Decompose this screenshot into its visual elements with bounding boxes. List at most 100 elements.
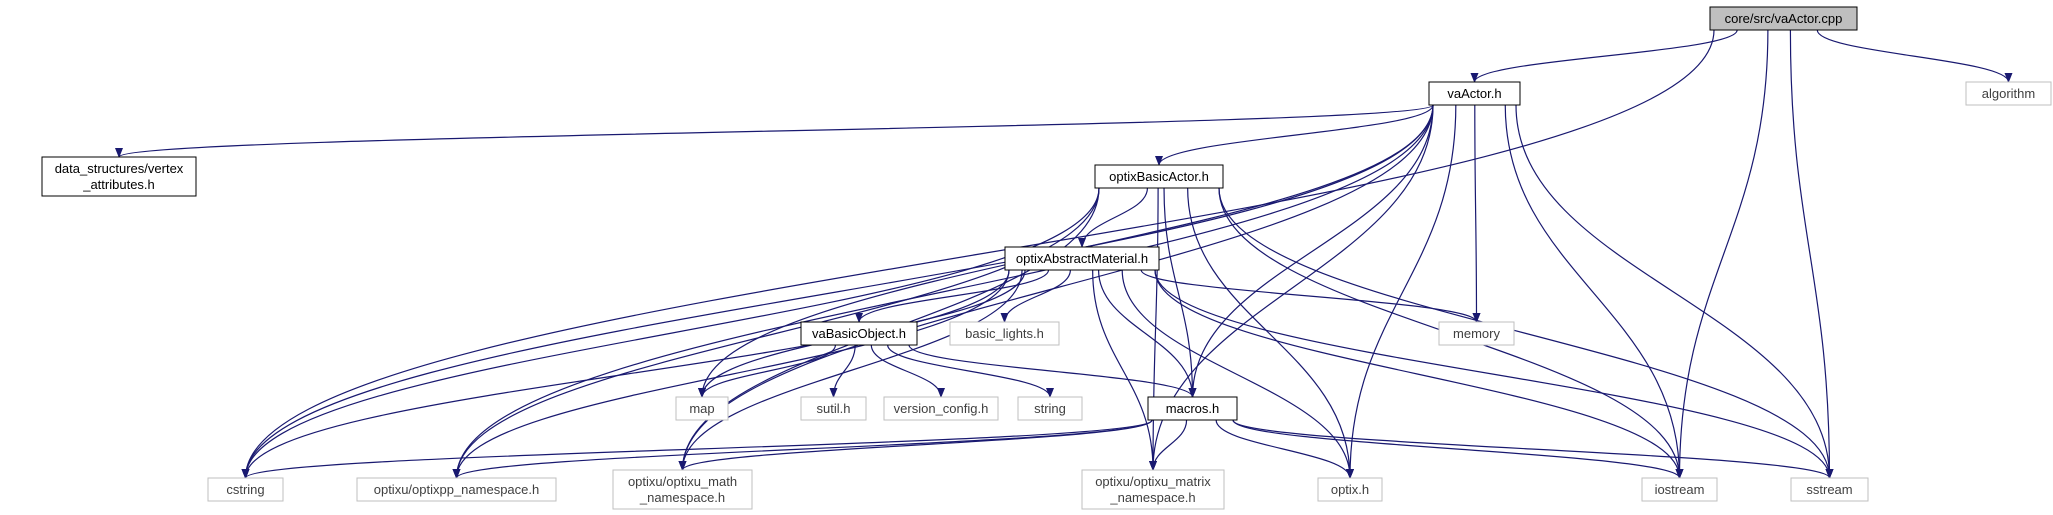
node-optixpp-box xyxy=(356,477,557,502)
edge-macros-to-sstream xyxy=(1232,419,1834,479)
edge-vaActor-to-optixBasicActor xyxy=(1155,104,1434,166)
node-basic_lights: basic_lights.h xyxy=(949,321,1060,346)
node-version_config: version_config.h xyxy=(883,396,999,421)
node-optixu_math-box xyxy=(612,469,753,510)
node-vertex-box xyxy=(41,156,197,197)
node-string-label: string xyxy=(1034,401,1066,416)
node-macros-label: macros.h xyxy=(1166,401,1219,416)
node-vaActor[interactable]: vaActor.h xyxy=(1428,81,1521,106)
edge-optixBasicActor-to-optixu_matrix xyxy=(1149,187,1159,471)
edge-vaActor-to-sstream xyxy=(1515,104,1834,479)
edge-macros-to-optix xyxy=(1215,419,1354,479)
edge-vaActor-to-macros xyxy=(1188,104,1434,398)
edge-macros-to-optixu_math xyxy=(678,419,1153,471)
edge-optixBasicActor-to-optix xyxy=(1187,187,1354,479)
node-optix-label: optix.h xyxy=(1331,482,1369,497)
edge-root-to-iostream xyxy=(1675,29,1769,479)
node-optixpp: optixu/optixpp_namespace.h xyxy=(356,477,557,502)
edge-vaBasicObject-to-map xyxy=(698,344,837,398)
node-optix: optix.h xyxy=(1317,477,1383,502)
node-root-label: core/src/vaActor.cpp xyxy=(1725,11,1843,26)
edge-optixAbstractMaterial-to-macros xyxy=(1097,269,1197,398)
node-root[interactable]: core/src/vaActor.cpp xyxy=(1709,6,1858,31)
edge-vaActor-to-vertex xyxy=(115,104,1434,158)
node-cstring: cstring xyxy=(207,477,284,502)
node-optixu_matrix-label: optixu/optixu_matrix xyxy=(1095,474,1211,489)
edge-macros-to-cstring xyxy=(241,419,1153,479)
node-optixu_matrix: optixu/optixu_matrix_namespace.h xyxy=(1081,469,1225,510)
node-optixBasicActor[interactable]: optixBasicActor.h xyxy=(1094,164,1224,189)
node-map: map xyxy=(675,396,729,421)
node-memory: memory xyxy=(1438,321,1515,346)
node-version_config-box xyxy=(883,396,999,421)
edge-root-to-cstring xyxy=(241,29,1715,479)
edge-optixAbstractMaterial-to-memory xyxy=(1140,269,1481,323)
edge-vaBasicObject-to-macros xyxy=(908,344,1197,398)
edge-vaBasicObject-to-version_config xyxy=(870,344,945,398)
edge-optixAbstractMaterial-to-optix xyxy=(1121,269,1354,479)
node-vaActor-box xyxy=(1428,81,1521,106)
node-algorithm: algorithm xyxy=(1965,81,2052,106)
node-sstream-box xyxy=(1790,477,1869,502)
node-optixBasicActor-label: optixBasicActor.h xyxy=(1109,169,1209,184)
edge-macros-to-optixu_matrix xyxy=(1149,419,1188,471)
edge-vaActor-to-optix xyxy=(1346,104,1457,479)
edge-optixBasicActor-to-optixpp xyxy=(452,187,1100,479)
node-iostream-label: iostream xyxy=(1655,482,1705,497)
node-vertex[interactable]: data_structures/vertex_attributes.h xyxy=(41,156,197,197)
edge-optixAbstractMaterial-to-vaBasicObject xyxy=(855,269,1050,323)
node-map-label: map xyxy=(689,401,714,416)
node-optixu_matrix-box xyxy=(1081,469,1225,510)
node-sutil: sutil.h xyxy=(800,396,867,421)
edge-optixBasicActor-to-sstream xyxy=(1218,187,1834,479)
node-optixu_matrix-label: _namespace.h xyxy=(1109,490,1195,505)
node-string-box xyxy=(1017,396,1083,421)
edge-optixAbstractMaterial-to-iostream xyxy=(1154,269,1684,479)
node-string: string xyxy=(1017,396,1083,421)
edge-optixAbstractMaterial-to-basic_lights xyxy=(1000,269,1071,323)
node-optixu_math-label: _namespace.h xyxy=(639,490,725,505)
node-vaActor-label: vaActor.h xyxy=(1447,86,1501,101)
edge-optixAbstractMaterial-to-optixu_math xyxy=(678,269,1023,471)
edge-optixAbstractMaterial-to-sstream xyxy=(1154,269,1834,479)
node-sutil-box xyxy=(800,396,867,421)
node-optixAbstractMaterial[interactable]: optixAbstractMaterial.h xyxy=(1004,246,1160,271)
node-optix-box xyxy=(1317,477,1383,502)
edge-vaActor-to-cstring xyxy=(241,104,1434,479)
edge-macros-to-optixpp xyxy=(452,419,1153,479)
node-sstream-label: sstream xyxy=(1806,482,1852,497)
node-iostream: iostream xyxy=(1641,477,1718,502)
node-cstring-box xyxy=(207,477,284,502)
node-vertex-label: _attributes.h xyxy=(82,177,155,192)
node-algorithm-box xyxy=(1965,81,2052,106)
edge-optixBasicActor-to-macros xyxy=(1163,187,1197,398)
edge-vaActor-to-memory xyxy=(1472,104,1481,323)
edge-optixAbstractMaterial-to-optixpp xyxy=(452,269,1010,479)
edge-vaActor-to-optixpp xyxy=(452,104,1434,479)
node-algorithm-label: algorithm xyxy=(1982,86,2035,101)
edge-optixBasicActor-to-optixAbstractMaterial xyxy=(1078,187,1149,248)
node-map-box xyxy=(675,396,729,421)
node-sutil-label: sutil.h xyxy=(817,401,851,416)
node-optixAbstractMaterial-label: optixAbstractMaterial.h xyxy=(1016,251,1148,266)
node-vertex-label: data_structures/vertex xyxy=(55,161,184,176)
node-iostream-box xyxy=(1641,477,1718,502)
node-macros[interactable]: macros.h xyxy=(1147,396,1238,421)
edge-optixBasicActor-to-cstring xyxy=(241,187,1100,479)
node-macros-box xyxy=(1147,396,1238,421)
node-optixBasicActor-box xyxy=(1094,164,1224,189)
node-optixpp-label: optixu/optixpp_namespace.h xyxy=(374,482,540,497)
nodes-layer: core/src/vaActor.cpp vaActor.h algorithm da… xyxy=(41,6,2052,510)
node-optixu_math-label: optixu/optixu_math xyxy=(628,474,737,489)
node-optixAbstractMaterial-box xyxy=(1004,246,1160,271)
node-root-box xyxy=(1709,6,1858,31)
node-vaBasicObject[interactable]: vaBasicObject.h xyxy=(800,321,918,346)
edge-vaActor-to-iostream xyxy=(1504,104,1684,479)
node-basic_lights-label: basic_lights.h xyxy=(965,326,1044,341)
node-optixu_math: optixu/optixu_math_namespace.h xyxy=(612,469,753,510)
node-memory-label: memory xyxy=(1453,326,1500,341)
edge-optixAbstractMaterial-to-optixu_matrix xyxy=(1092,269,1157,471)
edge-root-to-algorithm xyxy=(1816,29,2013,83)
node-version_config-label: version_config.h xyxy=(894,401,989,416)
